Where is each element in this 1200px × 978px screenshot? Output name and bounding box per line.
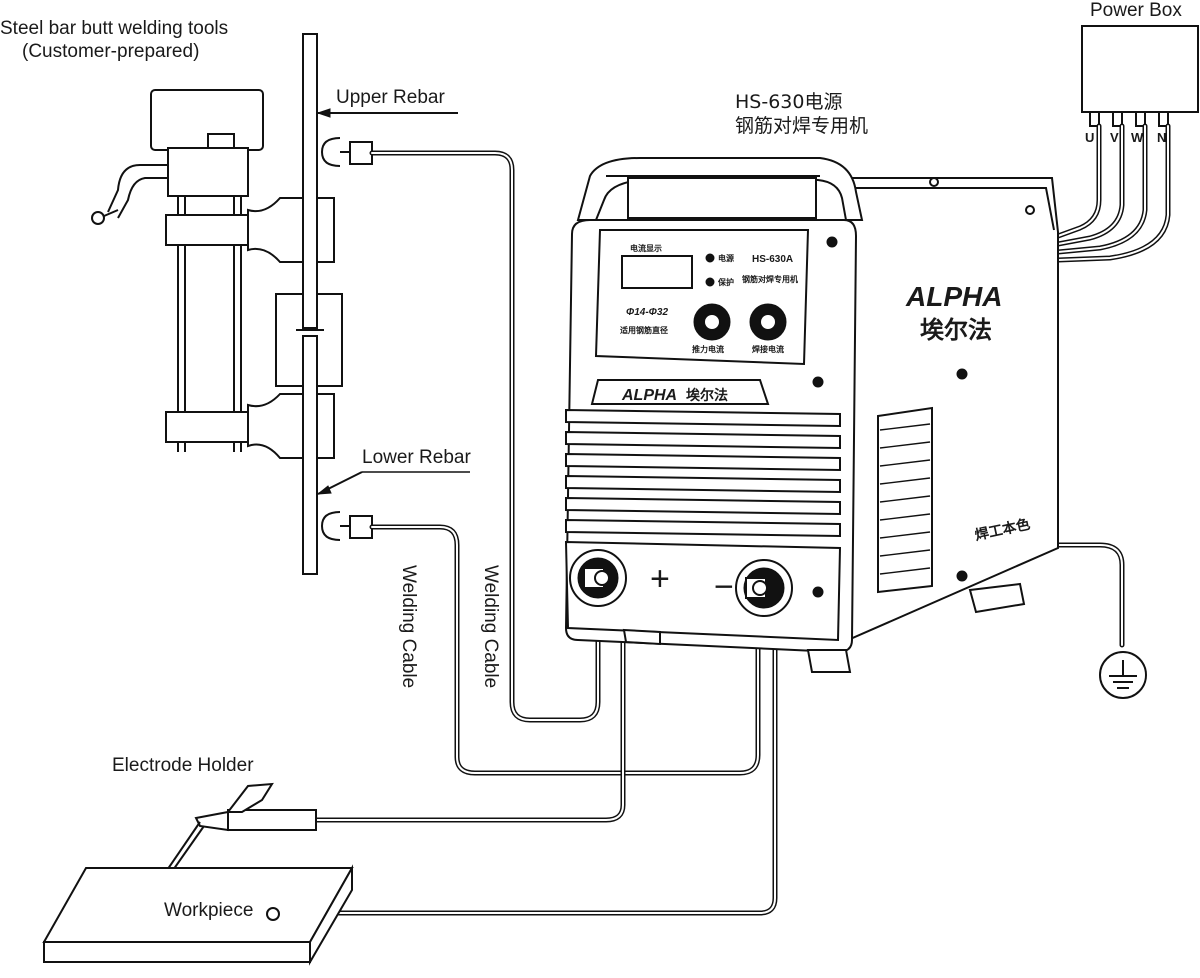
tools-label-line2: (Customer-prepared) (22, 41, 199, 62)
lower-cable-clamp (320, 511, 373, 541)
phase-n-label: N (1157, 130, 1166, 145)
weld-current-knob[interactable] (749, 303, 787, 341)
welding-machine: 电流显示 电源 保护 HS-630A 钢筋对焊专用机 Φ14-Φ32 适用钢筋直… (564, 157, 1059, 673)
lower-rebar-label: Lower Rebar (362, 447, 471, 468)
upper-rebar-label: Upper Rebar (336, 87, 445, 108)
protect-led-icon (705, 277, 715, 287)
welding-cable-label-right: Welding Cable (480, 565, 501, 688)
side-logo: ALPHA (905, 281, 1002, 312)
lower-rebar (302, 335, 318, 575)
front-logo: ALPHA (621, 387, 677, 404)
power-led-icon (705, 253, 715, 263)
welding-cable-label-left: Welding Cable (398, 565, 419, 688)
ground-connection (1052, 542, 1147, 699)
phase-w-label: W (1131, 130, 1144, 145)
phase-u-label: U (1085, 130, 1094, 145)
current-display (621, 255, 693, 289)
upper-cable-clamp (320, 137, 373, 167)
negative-terminal-label: − (714, 568, 734, 606)
model-desc-label: 钢筋对焊专用机 (742, 274, 798, 284)
negative-terminal[interactable] (735, 559, 793, 617)
phase-v-label: V (1110, 130, 1119, 145)
electrode-holder-label: Electrode Holder (112, 755, 254, 776)
display-label: 电流显示 (630, 243, 662, 253)
push-current-label: 推力电流 (692, 344, 724, 354)
weld-current-label: 焊接电流 (752, 344, 784, 354)
positive-terminal[interactable] (569, 549, 627, 607)
protect-led-label: 保护 (717, 277, 734, 287)
electrode-holder (147, 782, 317, 901)
power-box: U V W N (1081, 25, 1199, 145)
front-logo-cn: 埃尔法 (686, 387, 728, 404)
push-current-knob[interactable] (693, 303, 731, 341)
power-led-label: 电源 (718, 253, 734, 263)
workpiece-label: Workpiece (164, 900, 253, 921)
workpiece (42, 864, 354, 966)
power-box-label: Power Box (1090, 0, 1182, 21)
machine-title-line1: HS-630电源 (735, 91, 842, 113)
butt-welding-tool (91, 33, 343, 575)
side-logo-cn: 埃尔法 (920, 316, 992, 344)
diameter-range-label: Φ14-Φ32 (626, 307, 668, 318)
tools-label-line1: Steel bar butt welding tools (0, 18, 228, 39)
positive-terminal-label: + (650, 560, 670, 598)
power-input-cables (1055, 123, 1171, 263)
model-label: HS-630A (752, 254, 793, 265)
welding-cables (279, 150, 778, 916)
diameter-desc-label: 适用钢筋直径 (620, 325, 668, 335)
machine-title-line2: 钢筋对焊专用机 (735, 115, 868, 137)
upper-rebar (302, 33, 318, 329)
